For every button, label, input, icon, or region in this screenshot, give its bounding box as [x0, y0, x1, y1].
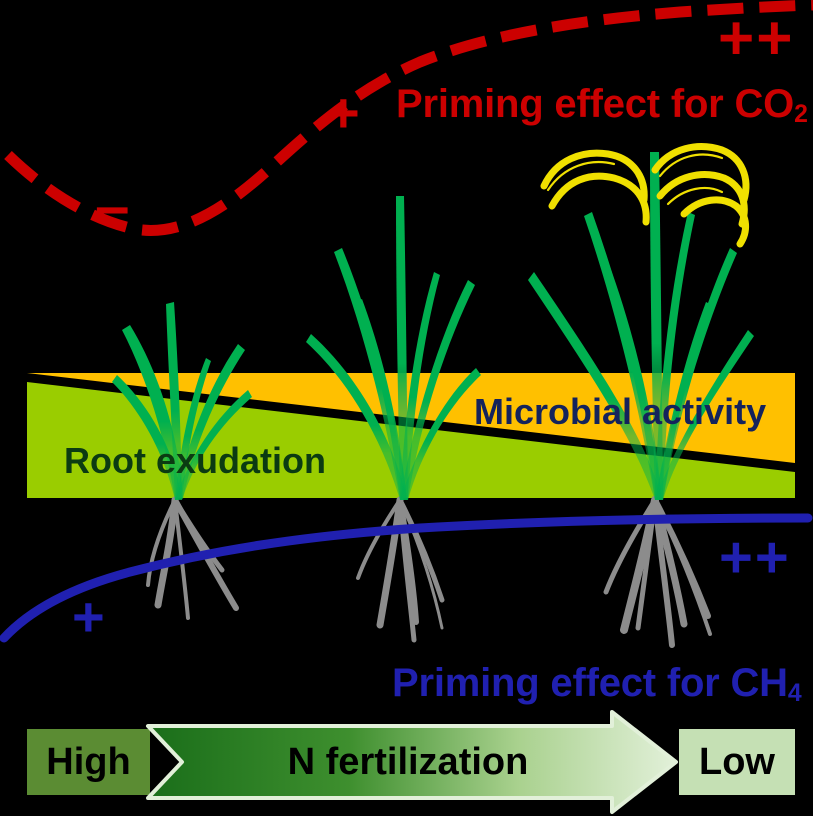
ch4-plus-sign: + — [72, 585, 105, 648]
plant-large-panicles — [540, 143, 750, 248]
plant-medium-roots — [356, 496, 445, 643]
co2-priming-curve — [4, 0, 813, 236]
ch4-plusplus-sign: ++ — [719, 525, 791, 590]
co2-curve-label: Priming effect for CO2 — [396, 82, 808, 129]
co2-plus-sign: + — [327, 81, 360, 144]
plant-large — [528, 143, 754, 648]
plant-small — [112, 302, 252, 620]
n-fertilization-arrow — [146, 710, 678, 814]
co2-plusplus-sign: ++ — [718, 4, 795, 73]
microbial-activity-label: Microbial activity — [474, 391, 767, 432]
plant-large-leaves — [528, 152, 754, 500]
axis-high-label: High — [46, 741, 131, 783]
axis-name-label: N fertilization — [287, 741, 529, 783]
high-box — [27, 729, 150, 795]
n-fertilization-axis — [27, 710, 795, 814]
plant-small-leaves — [112, 302, 252, 500]
axis-low-label: Low — [699, 741, 775, 783]
plant-medium — [306, 196, 481, 643]
plant-medium-leaves — [306, 196, 481, 500]
ch4-curve-label: Priming effect for CH4 — [392, 661, 802, 708]
low-box — [679, 729, 795, 795]
ch4-priming-curve — [0, 513, 813, 643]
plant-large-panicle-threads — [546, 153, 724, 206]
co2-minus-sign: – — [95, 172, 130, 241]
root-exudation-label: Root exudation — [64, 440, 326, 481]
